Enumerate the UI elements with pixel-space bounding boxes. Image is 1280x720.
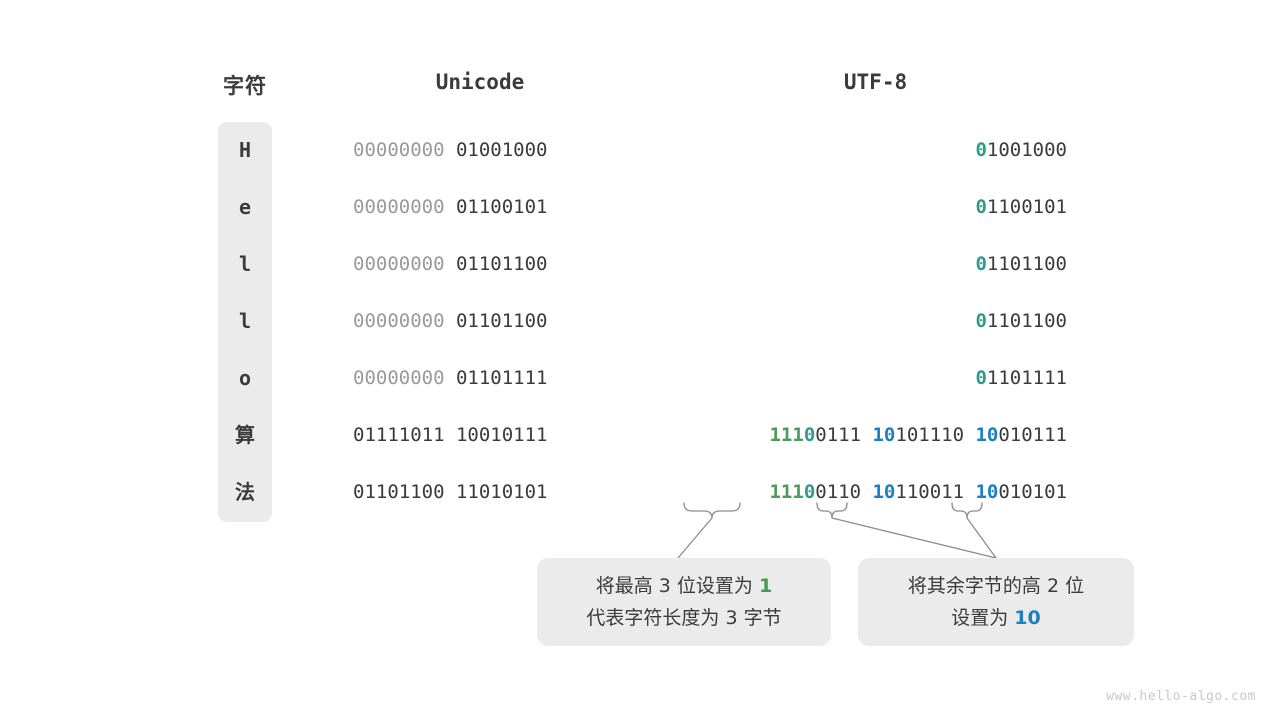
character-cell: 算 [235,423,255,447]
unicode-bits-cell: 01111011 10010111 [353,407,607,464]
utf8-byte-prefix: 0 [975,196,987,218]
utf8-bits-cell: 01101100 [684,293,1067,350]
utf8-byte: 01101100 [975,253,1067,275]
unicode-bits-cell: 00000000 01001000 [353,122,607,179]
character-cell: H [238,138,252,162]
unicode-low-byte: 10010111 [455,424,548,446]
unicode-low-byte: 01101100 [455,310,548,332]
unicode-high-byte: 00000000 [353,367,445,389]
callout-line: 将最高 3 位设置为 1 [596,570,772,602]
utf8-byte: 10010101 [975,481,1067,503]
unicode-bits-cell: 00000000 01101100 [353,293,607,350]
callout-line: 将其余字节的高 2 位 [908,570,1084,602]
callout-leading-bits: 将最高 3 位设置为 1 代表字符长度为 3 字节 [537,558,831,646]
leader-byte2-to-callout [831,517,997,559]
unicode-bits-cell: 00000000 01101100 [353,236,607,293]
utf8-bits-cell: 01101100 [684,236,1067,293]
unicode-low-byte: 01101100 [455,253,548,275]
unicode-high-byte: 00000000 [353,253,445,275]
character-column-panel [218,122,272,522]
utf8-byte: 01100101 [975,196,1067,218]
callout-highlight: 10 [1014,607,1041,629]
unicode-low-byte: 01101111 [455,367,548,389]
unicode-high-byte: 01101100 [353,481,445,503]
utf8-byte-prefix: 10 [975,481,999,503]
utf8-byte-payload: 0111 [815,424,862,446]
character-cell: 法 [235,480,255,504]
utf8-byte-payload: 010101 [998,481,1067,503]
utf8-byte-prefix-terminator: 0 [803,424,816,446]
utf8-byte-prefix: 0 [975,310,987,332]
unicode-low-byte: 01100101 [455,196,548,218]
unicode-low-byte: 01001000 [455,139,548,161]
utf8-byte: 10101110 [872,424,964,446]
column-header-utf8: UTF-8 [843,70,908,94]
utf8-bits-cell: 01001000 [684,122,1067,179]
utf8-byte-prefix: 0 [975,139,987,161]
callout-continuation-bits: 将其余字节的高 2 位设置为 10 [858,558,1134,646]
callout-line: 代表字符长度为 3 字节 [586,602,781,634]
utf8-byte: 01001000 [975,139,1067,161]
utf8-byte: 01101111 [975,367,1067,389]
utf8-bits-cell: 01100101 [684,179,1067,236]
callout-text: 将最高 3 位设置为 [595,575,759,597]
leader-byte1-to-callout [677,517,713,559]
unicode-bits-cell: 00000000 01101111 [353,350,607,407]
utf8-byte-payload: 0110 [815,481,862,503]
utf8-byte: 10110011 [872,481,964,503]
leader-byte3-to-callout [966,517,997,559]
utf8-byte: 10010111 [975,424,1067,446]
callout-line: 设置为 10 [951,602,1041,634]
utf8-byte-prefix: 111 [769,481,804,503]
unicode-high-byte: 00000000 [353,139,445,161]
watermark: www.hello-algo.com [1106,689,1256,704]
unicode-high-byte: 00000000 [353,310,445,332]
callout-text: 设置为 [951,607,1015,629]
utf8-byte-payload: 101110 [895,424,965,446]
utf8-byte-prefix: 111 [769,424,804,446]
utf8-byte-prefix: 0 [975,367,987,389]
utf8-byte-prefix: 10 [872,481,896,503]
column-header-unicode: Unicode [435,70,525,94]
callout-text: 代表字符长度为 3 字节 [586,607,782,629]
unicode-bits-cell: 01101100 11010101 [353,464,607,521]
utf8-byte: 11100110 [769,481,861,503]
utf8-bits-cell: 11100110 10110011 10010101 [684,464,1067,521]
utf8-byte-payload: 110011 [895,481,965,503]
utf8-byte-prefix: 10 [872,424,896,446]
character-cell: e [238,195,252,219]
utf8-bits-cell: 11100111 10101110 10010111 [684,407,1067,464]
utf8-byte-payload: 010111 [998,424,1067,446]
callout-text: 将其余字节的高 2 位 [907,575,1085,597]
utf8-byte-payload: 1101111 [986,367,1067,389]
utf8-byte-payload: 1101100 [986,310,1067,332]
character-cell: o [238,366,252,390]
utf8-byte: 11100111 [769,424,861,446]
utf8-byte-prefix: 0 [975,253,987,275]
utf8-byte-prefix-terminator: 0 [803,481,816,503]
unicode-high-byte: 01111011 [353,424,445,446]
utf8-byte-payload: 1001000 [986,139,1067,161]
utf8-byte-payload: 1100101 [986,196,1067,218]
unicode-high-byte: 00000000 [353,196,445,218]
callout-highlight: 1 [758,575,773,597]
column-header-character: 字符 [223,74,267,98]
utf8-byte: 01101100 [975,310,1067,332]
unicode-low-byte: 11010101 [455,481,548,503]
utf8-bits-cell: 01101111 [684,350,1067,407]
utf8-byte-prefix: 10 [975,424,999,446]
character-cell: l [238,309,252,333]
utf8-byte-payload: 1101100 [986,253,1067,275]
character-cell: l [238,252,252,276]
unicode-bits-cell: 00000000 01100101 [353,179,607,236]
